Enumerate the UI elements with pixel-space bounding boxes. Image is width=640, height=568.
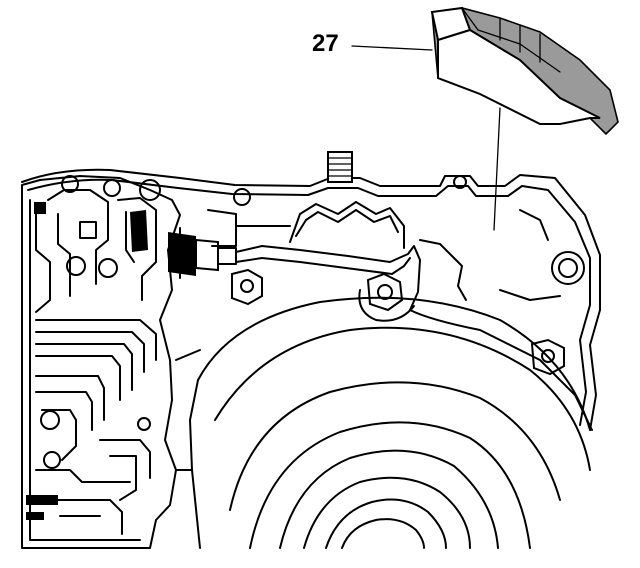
case-right-flange	[499, 209, 585, 301]
bolt-left	[231, 268, 263, 306]
callout-leader-27	[351, 45, 433, 51]
bolt-center	[358, 272, 415, 322]
valve-body	[21, 175, 181, 549]
clutch-housing	[175, 296, 591, 549]
alignment-line	[493, 107, 501, 231]
solenoid-connector	[168, 227, 237, 279]
breather-stud	[327, 151, 353, 183]
callout-label-27: 27	[312, 30, 339, 57]
wiring-harness	[207, 201, 593, 431]
cover-part-27	[430, 6, 619, 136]
